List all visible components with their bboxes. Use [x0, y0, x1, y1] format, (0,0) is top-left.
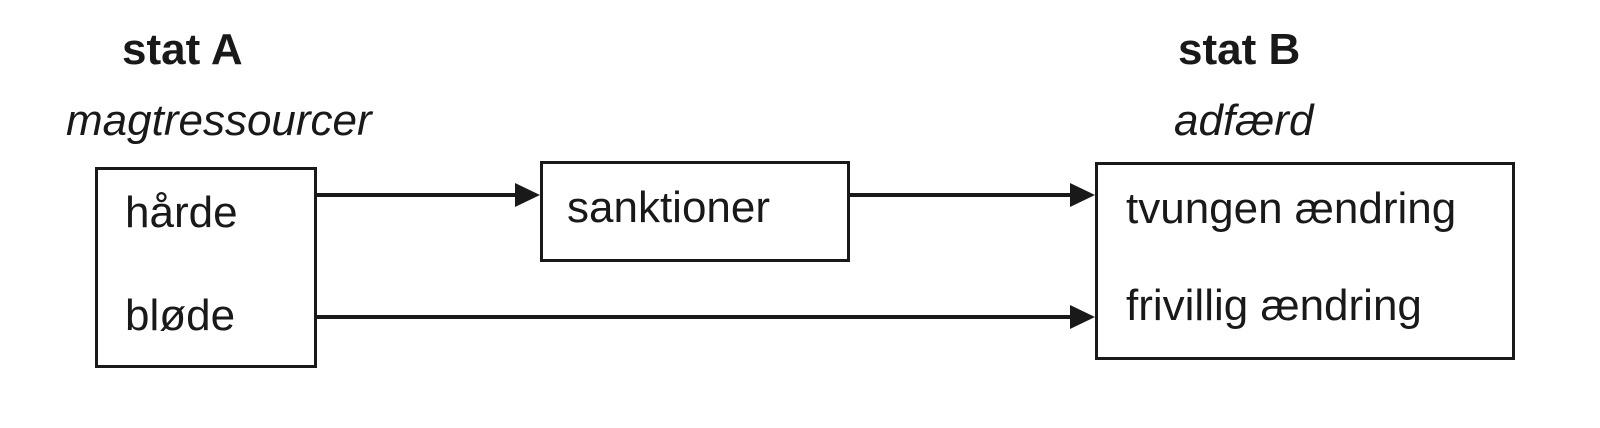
arrowhead-icon: [1070, 305, 1095, 329]
resources-box: hårde bløde: [95, 167, 317, 368]
arrow-blode-to-frivillig: [315, 305, 1095, 329]
stat-b-title: stat B: [1178, 25, 1301, 74]
stat-a-subtitle: magtressourcer: [66, 96, 372, 145]
behavior-item-frivillig: frivillig ændring: [1126, 281, 1422, 330]
arrow-shaft: [848, 193, 1075, 197]
sanctions-label: sanktioner: [567, 183, 771, 232]
resources-item-blode: bløde: [125, 291, 236, 340]
resources-item-harde: hårde: [125, 188, 238, 237]
arrowhead-icon: [1070, 183, 1095, 207]
stat-a-title: stat A: [122, 25, 243, 74]
arrow-sanktioner-to-tvungen: [848, 183, 1095, 207]
stat-b-subtitle: adfærd: [1174, 96, 1314, 145]
arrow-shaft: [315, 315, 1075, 319]
arrow-harde-to-sanktioner: [315, 183, 540, 207]
arrow-shaft: [315, 193, 520, 197]
sanctions-box: sanktioner: [540, 161, 850, 262]
behavior-box: tvungen ændring frivillig ændring: [1095, 162, 1515, 360]
arrowhead-icon: [515, 183, 540, 207]
behavior-item-tvungen: tvungen ændring: [1126, 184, 1457, 233]
